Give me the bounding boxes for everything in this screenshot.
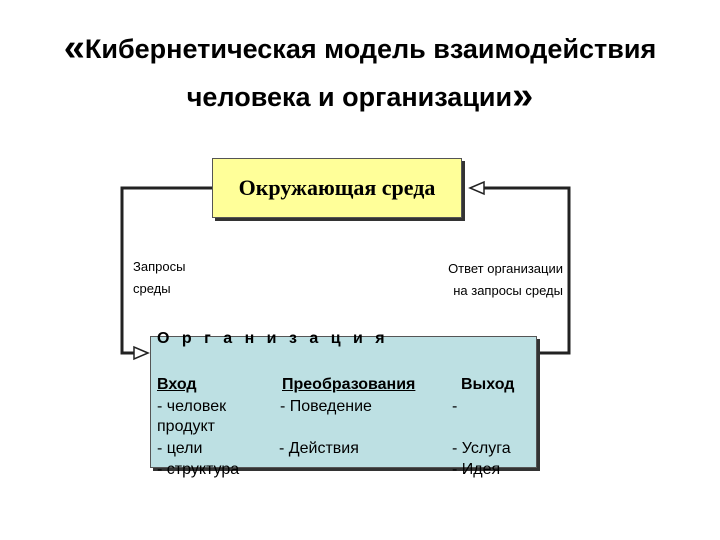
transform-item-actions: - Действия [279,440,359,457]
title-open-quote: « [63,27,85,69]
requests-label-line-1: Запросы [133,259,186,274]
right-arrowhead [468,180,485,196]
environment-box: Окружающая среда [212,158,462,218]
output-item-service: - Услуга [452,440,511,457]
input-item-structure: - структура [157,461,240,478]
output-item-dash: - [452,398,458,415]
diagram-title-line-2: человека и организации» [0,76,720,117]
header-transform: Преобразования [282,376,416,393]
left-arrowhead [133,345,150,361]
transform-item-behavior: - Поведение [280,398,372,415]
organization-box [150,336,537,468]
title-line-2-text: человека и организации [186,82,513,112]
title-close-quote: » [512,75,534,117]
organization-response-label: Ответ организации на запросы среды [400,258,563,302]
input-item-person: - человек [157,398,227,415]
header-output: Выход [461,376,515,393]
response-label-line-2: на запросы среды [453,283,563,298]
output-item-idea: - Идея [452,461,501,478]
environment-label: Окружающая среда [238,175,436,200]
organization-title: О р г а н и з а ц и я [157,330,389,347]
requests-label-line-2: среды [133,281,171,296]
title-line-1-text: Кибернетическая модель взаимодействия [84,34,657,64]
output-item-product-wrapped: продукт [157,418,215,435]
right-arrow-line [480,186,571,355]
response-label-line-1: Ответ организации [448,261,563,276]
diagram-title-line-1: «Кибернетическая модель взаимодействия [0,28,720,69]
input-item-goals: - цели [157,440,203,457]
environment-requests-label: Запросы среды [133,256,185,300]
left-arrow-line [120,186,212,355]
header-input: Вход [157,376,197,393]
